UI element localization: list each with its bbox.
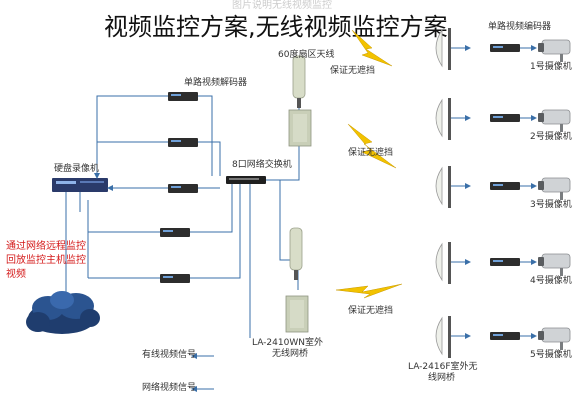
link-label-2: 保证无遮挡 — [348, 148, 394, 158]
camera-icon — [538, 327, 571, 350]
link-label-1: 保证无遮挡 — [330, 66, 376, 76]
recorder-device — [52, 178, 108, 192]
camera-row — [435, 98, 571, 140]
camera-encoder-label: 单路视频编码器 — [488, 22, 552, 32]
camera-label: 1号摄像机 — [530, 62, 572, 72]
remote-bridge-dish — [435, 166, 451, 208]
remote-bridge-dish — [435, 316, 451, 358]
panel-antenna — [288, 109, 312, 147]
switch-device — [226, 176, 266, 184]
camera-icon — [538, 39, 571, 62]
camera-row — [435, 242, 571, 284]
bridge-main-label: LA-2410WN室外 无线网桥 — [252, 338, 323, 359]
encoder-device — [490, 44, 520, 52]
camera-icon — [538, 177, 571, 200]
legend-network-label: 网络视频信号 — [142, 383, 197, 393]
cloud-icon — [26, 291, 100, 334]
camera-row — [435, 28, 571, 70]
remote-note: 通过网络远程监控 回放监控主机监控 视频 — [6, 241, 86, 280]
encoder-device — [490, 114, 520, 122]
switch-label: 8口网络交换机 — [232, 160, 292, 170]
camera-label: 5号摄像机 — [530, 350, 572, 360]
network-links — [65, 95, 300, 338]
decoder-label: 单路视频解码器 — [184, 78, 248, 88]
wireless-bridge-main — [285, 295, 309, 333]
bridge-remote-label: LA-2416F室外无 线网桥 — [408, 362, 478, 383]
remote-bridge-dish — [435, 28, 451, 70]
encoder-device — [490, 332, 520, 340]
decoder-device — [160, 274, 190, 283]
decoder-device — [160, 228, 190, 237]
remote-bridge-dish — [435, 98, 451, 140]
camera-label: 2号摄像机 — [530, 132, 572, 142]
link-label-3: 保证无遮挡 — [348, 306, 394, 316]
wireless-link-bolt — [351, 29, 393, 67]
decoder-device — [168, 138, 198, 147]
camera-row — [435, 316, 571, 358]
wireless-link-bolt — [335, 283, 403, 299]
sector-antenna — [292, 55, 306, 108]
decoder-device — [168, 184, 198, 193]
camera-label: 4号摄像机 — [530, 276, 572, 286]
legend-wired-label: 有线视频信号 — [142, 350, 197, 360]
camera-row — [435, 166, 571, 208]
wireless-link-bolt — [347, 123, 397, 169]
decoder-device — [168, 92, 198, 101]
antenna-label: 60度扇区天线 — [278, 50, 335, 60]
faded-heading: 图片说明无线视频监控 — [232, 0, 332, 11]
page-title: 视频监控方案,无线视频监控方案 — [104, 13, 448, 41]
legend — [191, 353, 214, 392]
encoder-device — [490, 258, 520, 266]
camera-icon — [538, 109, 571, 132]
encoder-device — [490, 182, 520, 190]
camera-label: 3号摄像机 — [530, 200, 572, 210]
sector-antenna — [289, 227, 303, 280]
recorder-label: 硬盘录像机 — [54, 164, 100, 174]
camera-icon — [538, 253, 571, 276]
remote-bridge-dish — [435, 242, 451, 284]
